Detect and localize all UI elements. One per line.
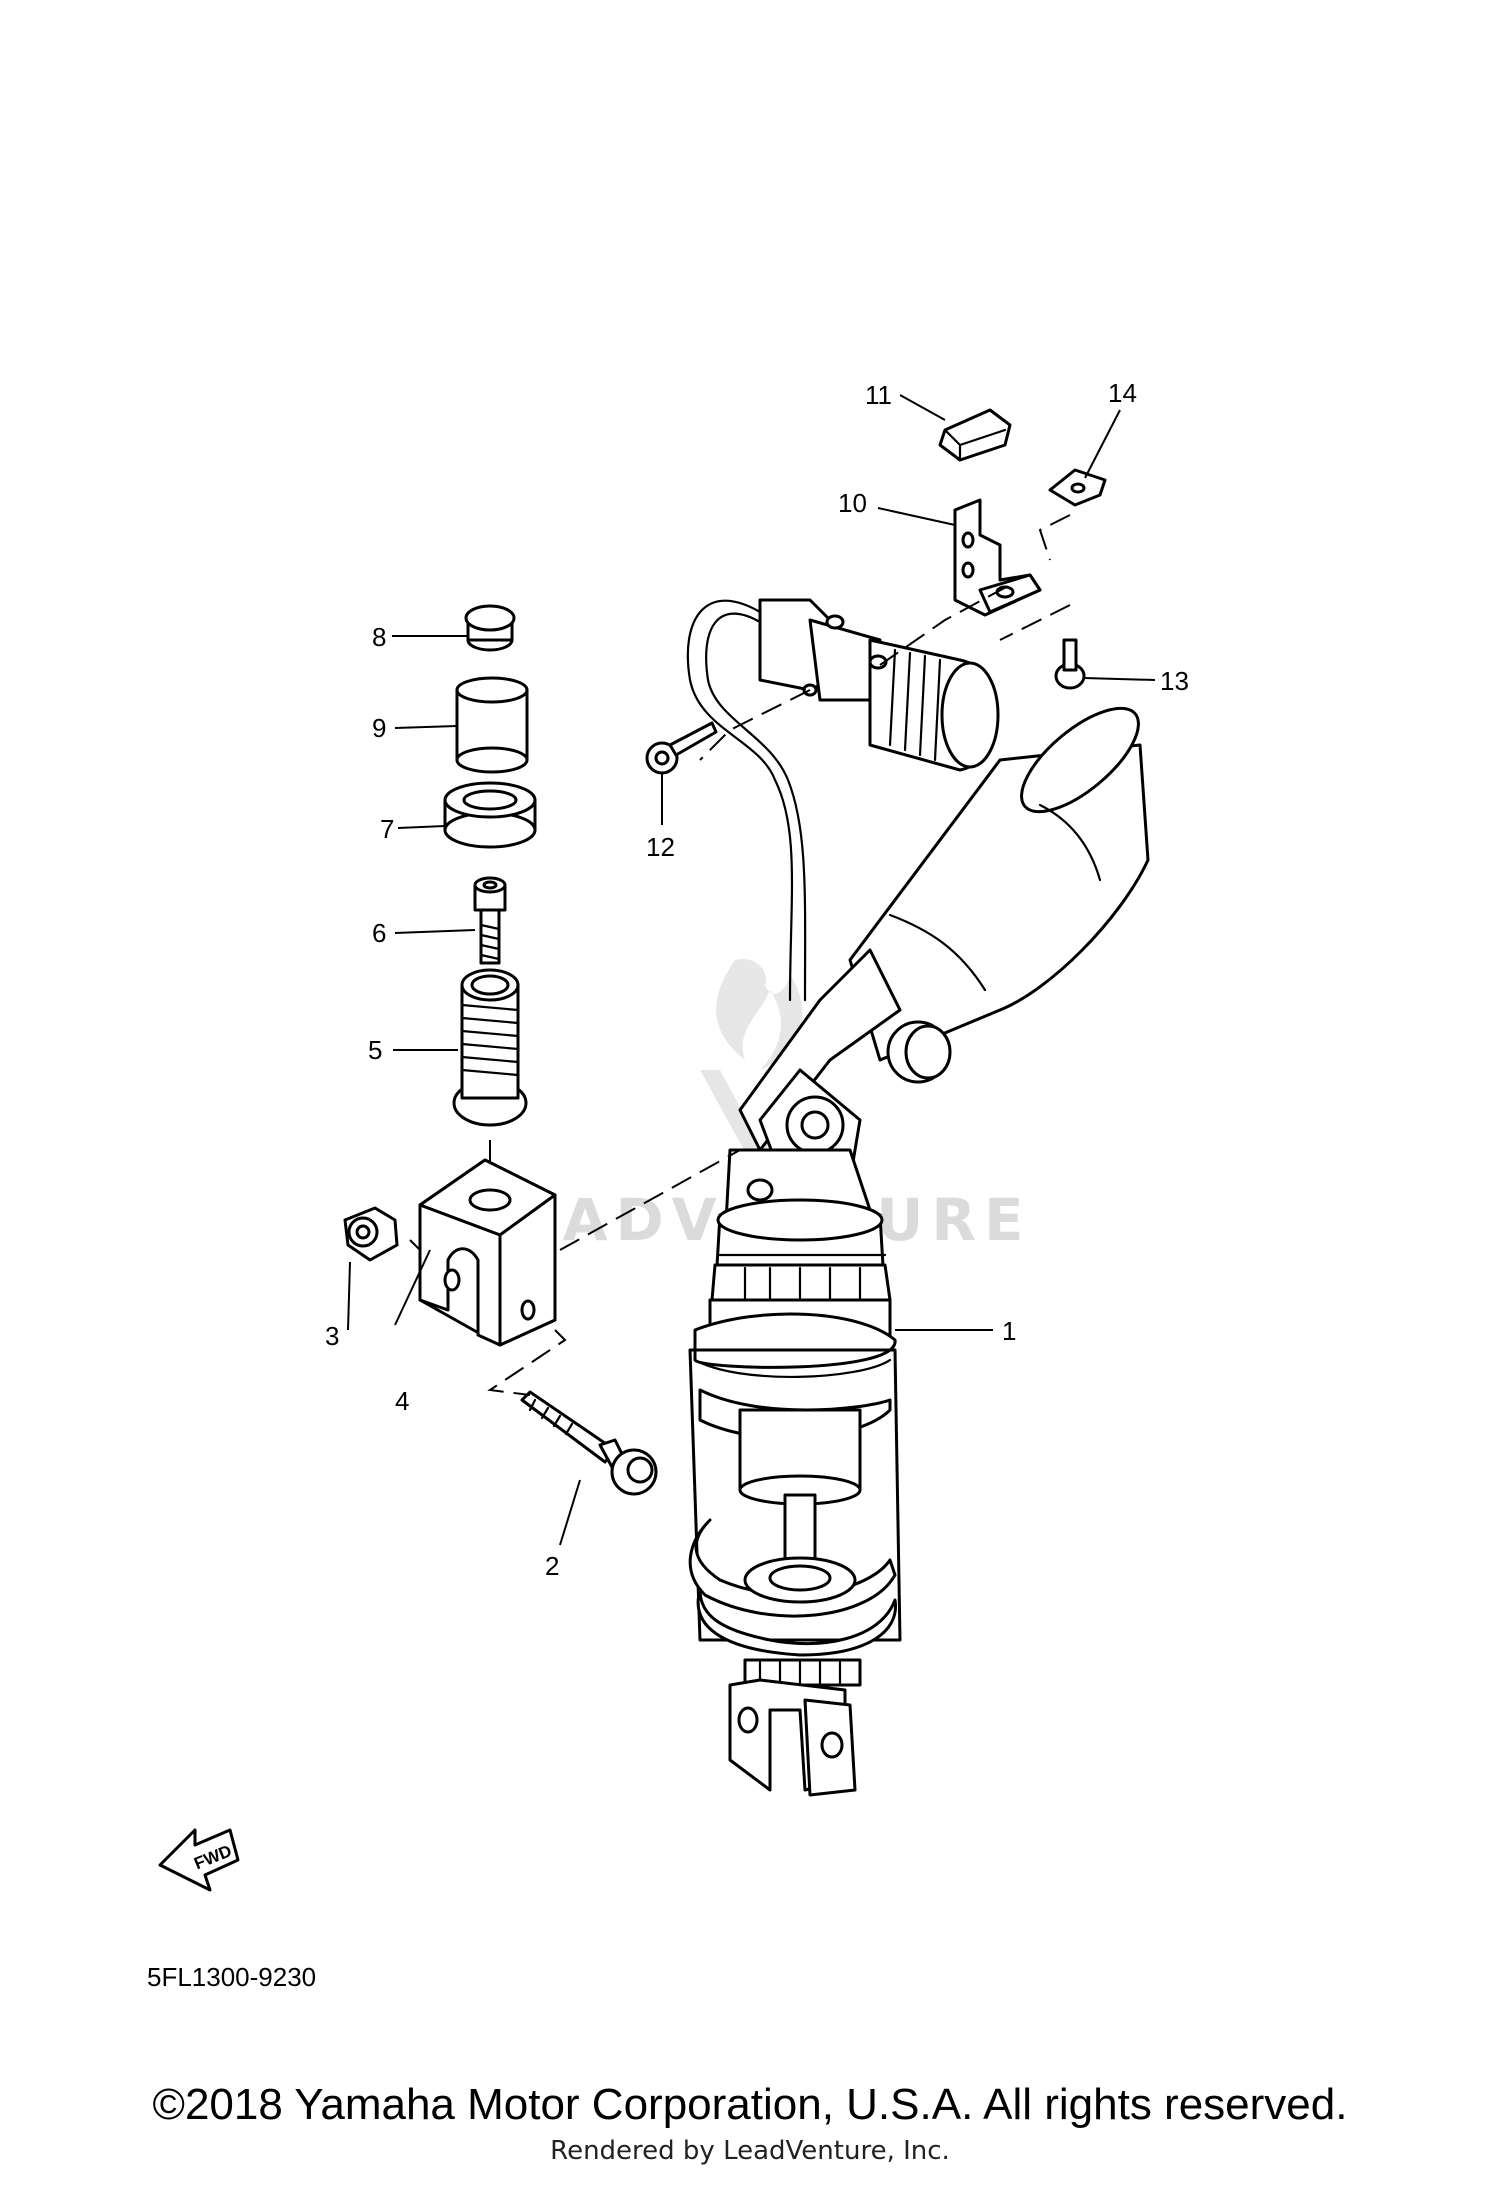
callout-5: 5 (368, 1035, 382, 1065)
callout-3: 3 (325, 1321, 339, 1351)
part-5-collar (452, 968, 528, 1127)
callout-11: 11 (865, 380, 892, 410)
part-8-cap (464, 604, 516, 652)
callout-2: 2 (545, 1551, 559, 1581)
callout-labels: 1 2 3 4 5 6 7 8 9 10 11 12 13 14 (325, 378, 1189, 1581)
callout-7: 7 (380, 814, 394, 844)
callout-9: 9 (372, 713, 386, 743)
part-14-clip-nut (1048, 468, 1107, 507)
part-13-screw (1054, 638, 1086, 690)
part-6-bolt (473, 876, 507, 965)
part-11-rubber (938, 408, 1012, 462)
callout-10: 10 (838, 488, 867, 518)
copyright-notice: ©2018 Yamaha Motor Corporation, U.S.A. A… (152, 2080, 1348, 2129)
leader-lines (347, 394, 1156, 1546)
part-9-bushing (455, 676, 529, 774)
rendered-by-note: Rendered by LeadVenture, Inc. (550, 2136, 950, 2166)
callout-12: 12 (646, 832, 675, 862)
part-12-screw (645, 721, 718, 775)
drawing-code: 5FL1300-9230 (147, 1962, 317, 1992)
assembly-lines (409, 514, 1071, 1396)
fwd-arrow-icon: FWD (158, 1828, 240, 1892)
part-4-bracket (418, 1158, 557, 1347)
part-10-bracket (953, 498, 1042, 617)
callout-1: 1 (1002, 1316, 1016, 1346)
part-1-rear-shock-absorber (686, 599, 1150, 1797)
part-2-bolt (520, 1390, 658, 1496)
callout-6: 6 (372, 918, 386, 948)
part-3-nut (343, 1206, 399, 1262)
callout-14: 14 (1108, 378, 1137, 408)
callout-13: 13 (1160, 666, 1189, 696)
remote-preload-adjuster (758, 598, 1000, 772)
part-7-ring-nut (443, 781, 537, 849)
callout-4: 4 (395, 1386, 409, 1416)
callout-8: 8 (372, 622, 386, 652)
